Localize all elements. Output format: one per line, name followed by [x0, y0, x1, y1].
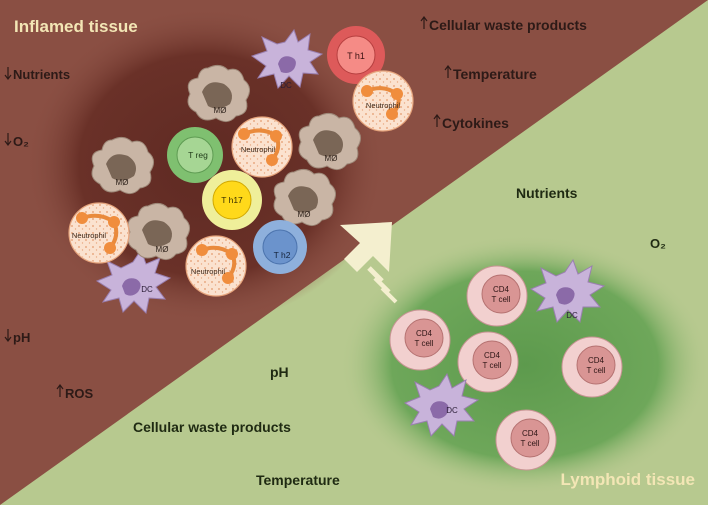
cd4-t-cell: CD4 T cell	[466, 265, 528, 327]
macrophage-label: MØ	[156, 245, 169, 254]
neutrophil-label: Neutrophil	[191, 267, 226, 276]
dc-label: DC	[566, 311, 578, 320]
cd4-label-line2: T cell	[483, 361, 502, 370]
macrophage-label: MØ	[214, 106, 227, 115]
dendritic-cell: DC	[95, 248, 172, 315]
dc-label: DC	[280, 81, 292, 90]
th17-cell: T h17	[202, 170, 262, 230]
macrophage: MØ	[298, 112, 361, 170]
inflamed-o2-label: O₂	[13, 134, 29, 149]
inflamed-cytokines-label: Cytokines	[442, 115, 509, 131]
inflamed-ros-label: ROS	[65, 386, 94, 401]
cd4-label-line1: CD4	[588, 356, 605, 365]
lymphoid-nutrients-label: Nutrients	[516, 185, 578, 201]
dc-label: DC	[141, 285, 153, 294]
neutrophil: Neutrophil	[185, 235, 247, 297]
th2-label: T h2	[274, 250, 291, 260]
th2-cell: T h2	[253, 220, 307, 274]
lymphoid-tissue-title: Lymphoid tissue	[561, 470, 695, 489]
macrophage: MØ	[273, 168, 336, 226]
cd4-t-cell: CD4 T cell	[495, 409, 557, 471]
inflamed-temperature: Temperature	[444, 65, 537, 82]
cd4-t-cell: CD4 T cell	[561, 336, 623, 398]
lymphoid-temperature-label: Temperature	[256, 472, 340, 488]
inflamed-nutrients-label: Nutrients	[13, 67, 70, 82]
inflamed-ros: ROS	[56, 384, 94, 401]
cd4-t-cell: CD4 T cell	[457, 331, 519, 393]
macrophage-label: MØ	[116, 178, 129, 187]
cd4-label-line1: CD4	[416, 329, 433, 338]
neutrophil-label: Neutrophil	[241, 145, 276, 154]
up-arrow-icon	[444, 65, 452, 78]
inflamed-ph-label: pH	[13, 330, 30, 345]
migration-arrow-icon	[340, 222, 398, 304]
cd4-label-line1: CD4	[484, 351, 501, 360]
inflamed-nutrients: Nutrients	[4, 67, 70, 82]
macrophage-label: MØ	[298, 210, 311, 219]
down-arrow-icon	[4, 67, 12, 80]
macrophage: MØ	[127, 202, 190, 260]
neutrophil: Neutrophil	[231, 116, 293, 178]
dendritic-cell: DC	[403, 372, 480, 438]
cd4-label-line2: T cell	[521, 439, 540, 448]
th17-label: T h17	[221, 195, 243, 205]
th1-label: T h1	[347, 51, 365, 61]
treg-cell: T reg	[167, 127, 223, 183]
inflamed-temperature-label: Temperature	[453, 66, 537, 82]
macrophage-label: MØ	[325, 154, 338, 163]
cd4-label-line2: T cell	[415, 339, 434, 348]
neutrophil: Neutrophil	[352, 70, 414, 132]
up-arrow-icon	[420, 16, 428, 29]
cd4-label-line1: CD4	[493, 285, 510, 294]
lymphoid-ph-label: pH	[270, 364, 289, 380]
neutrophil-label: Neutrophil	[72, 231, 107, 240]
dendritic-cell: DC	[250, 28, 324, 90]
macrophage: MØ	[187, 64, 250, 122]
treg-label: T reg	[188, 150, 208, 160]
cd4-label-line2: T cell	[587, 366, 606, 375]
dc-label: DC	[446, 406, 458, 415]
neutrophil-label: Neutrophil	[366, 101, 401, 110]
up-arrow-icon	[433, 114, 441, 127]
lymphoid-waste-label: Cellular waste products	[133, 419, 291, 435]
down-arrow-icon	[4, 329, 12, 342]
inflamed-waste: Cellular waste products	[420, 16, 587, 33]
inflamed-cytokines: Cytokines	[433, 114, 509, 131]
cd4-t-cell: CD4 T cell	[389, 309, 451, 371]
th1-cell: T h1	[327, 26, 385, 84]
up-arrow-icon	[56, 384, 64, 397]
macrophage: MØ	[91, 136, 154, 194]
inflamed-waste-label: Cellular waste products	[429, 17, 587, 33]
dendritic-cell: DC	[529, 258, 606, 324]
inflamed-o2: O₂	[4, 133, 29, 149]
cd4-label-line1: CD4	[522, 429, 539, 438]
lymphoid-o2-label: O₂	[650, 236, 666, 251]
inflamed-tissue-title: Inflamed tissue	[14, 17, 138, 36]
cd4-label-line2: T cell	[492, 295, 511, 304]
inflamed-ph: pH	[4, 329, 30, 345]
neutrophil: Neutrophil	[68, 202, 130, 264]
down-arrow-icon	[4, 133, 12, 146]
